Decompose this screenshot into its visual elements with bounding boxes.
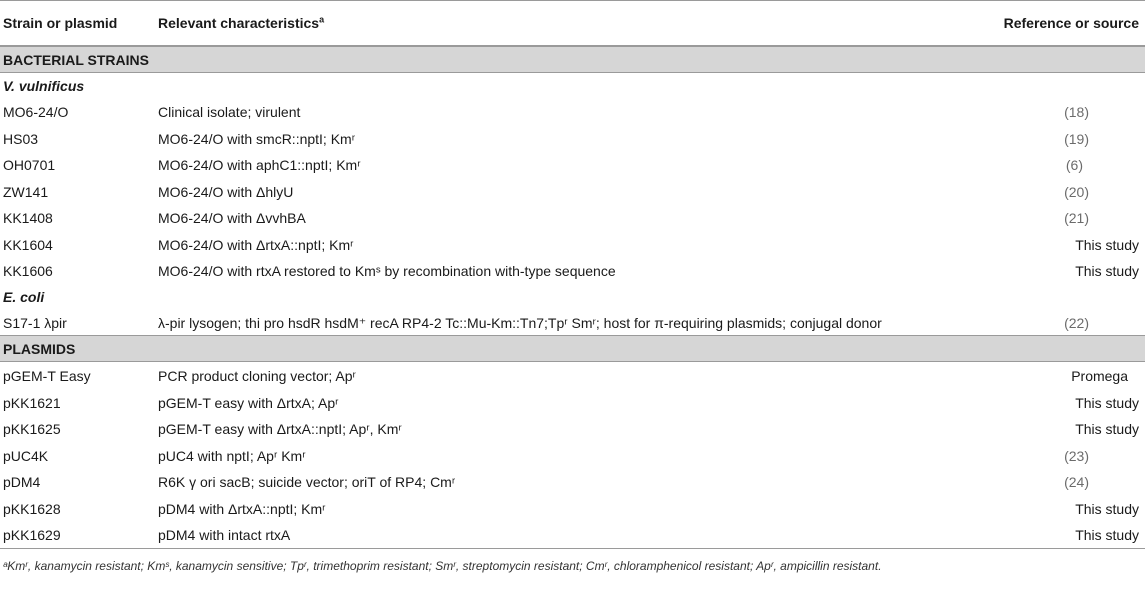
header-footnote-marker: a [319,14,325,25]
header-strain-or-plasmid: Strain or plasmid [3,15,118,31]
table-row: ZW141 MO6-24/O with ΔhlyU (20) [0,178,1145,205]
table-row: pDM4 R6K γ ori sacB; suicide vector; ori… [0,468,1145,495]
table-row: pKK1625 pGEM-T easy with ΔrtxA::nptI; Ap… [0,415,1145,442]
table-row: pGEM-T Easy PCR product cloning vector; … [0,362,1145,389]
reference: This study [1075,500,1139,517]
strain-name: KK1606 [3,263,53,279]
reference: (6) [1065,157,1083,173]
characteristics: MO6-24/O with smcR::nptI; Kmʳ [158,130,356,147]
table-row: KK1604 MO6-24/O with ΔrtxA::nptI; Kmʳ Th… [0,231,1145,258]
reference: This study [1075,236,1139,253]
characteristics: pDM4 with intact rtxA [158,527,291,543]
reference: (19) [1064,130,1089,147]
strain-name: ZW141 [3,183,49,200]
reference: This study [1075,263,1139,279]
reference: This study [1075,527,1139,543]
reference: (18) [1064,104,1089,120]
strain-plasmid-table: Strain or plasmid Relevant characteristi… [0,0,1145,573]
header-relevant-characteristics: Relevant characteristicsa [158,14,325,31]
table-row: MO6-24/O Clinical isolate; virulent (18) [0,98,1145,125]
characteristics: pDM4 with ΔrtxA::nptI; Kmʳ [158,500,326,517]
strain-name: OH0701 [3,157,56,173]
header-reference-or-source: Reference or source [1003,15,1139,31]
reference: (21) [1064,210,1089,226]
table-row: OH0701 MO6-24/O with aphC1::nptI; Kmʳ (6… [0,151,1145,178]
characteristics: Clinical isolate; virulent [158,104,301,120]
plasmid-name: pKK1628 [3,500,61,517]
table-row: KK1606 MO6-24/O with rtxA restored to Km… [0,257,1145,284]
reference: (20) [1064,183,1089,200]
reference: This study [1075,421,1139,437]
section-bacterial-strains: BACTERIAL STRAINS [0,46,1145,73]
reference: This study [1075,394,1139,411]
strain-name: KK1408 [3,210,53,226]
plasmid-name: pKK1625 [3,421,61,437]
table-row: S17-1 λpir λ-pir lysogen; thi pro hsdR h… [0,309,1145,336]
table-row: pUC4K pUC4 with nptI; Apʳ Kmʳ (23) [0,442,1145,469]
plasmid-name: pKK1621 [3,394,61,411]
characteristics: R6K γ ori sacB; suicide vector; oriT of … [158,474,456,490]
reference: (23) [1064,447,1089,464]
group-v-vulnificus: V. vulnificus [3,78,85,94]
characteristics: PCR product cloning vector; Apʳ [158,368,356,384]
characteristics: pGEM-T easy with ΔrtxA::nptI; Apʳ, Kmʳ [158,421,402,437]
group-e-coli: E. coli [3,288,45,305]
table-row: pKK1628 pDM4 with ΔrtxA::nptI; Kmʳ This … [0,495,1145,522]
table-row: pKK1621 pGEM-T easy with ΔrtxA; Apʳ This… [0,389,1145,416]
reference: Promega [1071,368,1128,384]
table-row: pKK1629 pDM4 with intact rtxA This study [0,521,1145,549]
plasmid-name: pGEM-T Easy [3,368,91,384]
strain-name: S17-1 λpir [3,314,67,331]
characteristics: pUC4 with nptI; Apʳ Kmʳ [158,447,306,464]
plasmid-name: pDM4 [3,474,41,490]
strain-name: KK1604 [3,236,53,253]
table-row: KK1408 MO6-24/O with ΔvvhBA (21) [0,204,1145,231]
characteristics: MO6-24/O with rtxA restored to Kmˢ by re… [158,263,616,279]
table-footnote: ᵃKmʳ, kanamycin resistant; Kmˢ, kanamyci… [3,558,882,573]
characteristics: MO6-24/O with ΔrtxA::nptI; Kmʳ [158,236,354,253]
plasmid-name: pUC4K [3,447,49,464]
strain-name: HS03 [3,130,39,147]
characteristics: λ-pir lysogen; thi pro hsdR hsdM⁺ recA R… [158,314,882,331]
characteristics: MO6-24/O with ΔvvhBA [158,210,306,226]
characteristics: MO6-24/O with ΔhlyU [158,183,294,200]
reference: (24) [1064,474,1089,490]
characteristics: pGEM-T easy with ΔrtxA; Apʳ [158,394,339,411]
table-header-row: Strain or plasmid Relevant characteristi… [0,0,1145,46]
strain-name: MO6-24/O [3,104,69,120]
table-row: HS03 MO6-24/O with smcR::nptI; Kmʳ (19) [0,125,1145,152]
section-plasmids: PLASMIDS [0,335,1145,362]
reference: (22) [1064,314,1089,331]
plasmid-name: pKK1629 [3,527,61,543]
characteristics: MO6-24/O with aphC1::nptI; Kmʳ [158,157,361,173]
